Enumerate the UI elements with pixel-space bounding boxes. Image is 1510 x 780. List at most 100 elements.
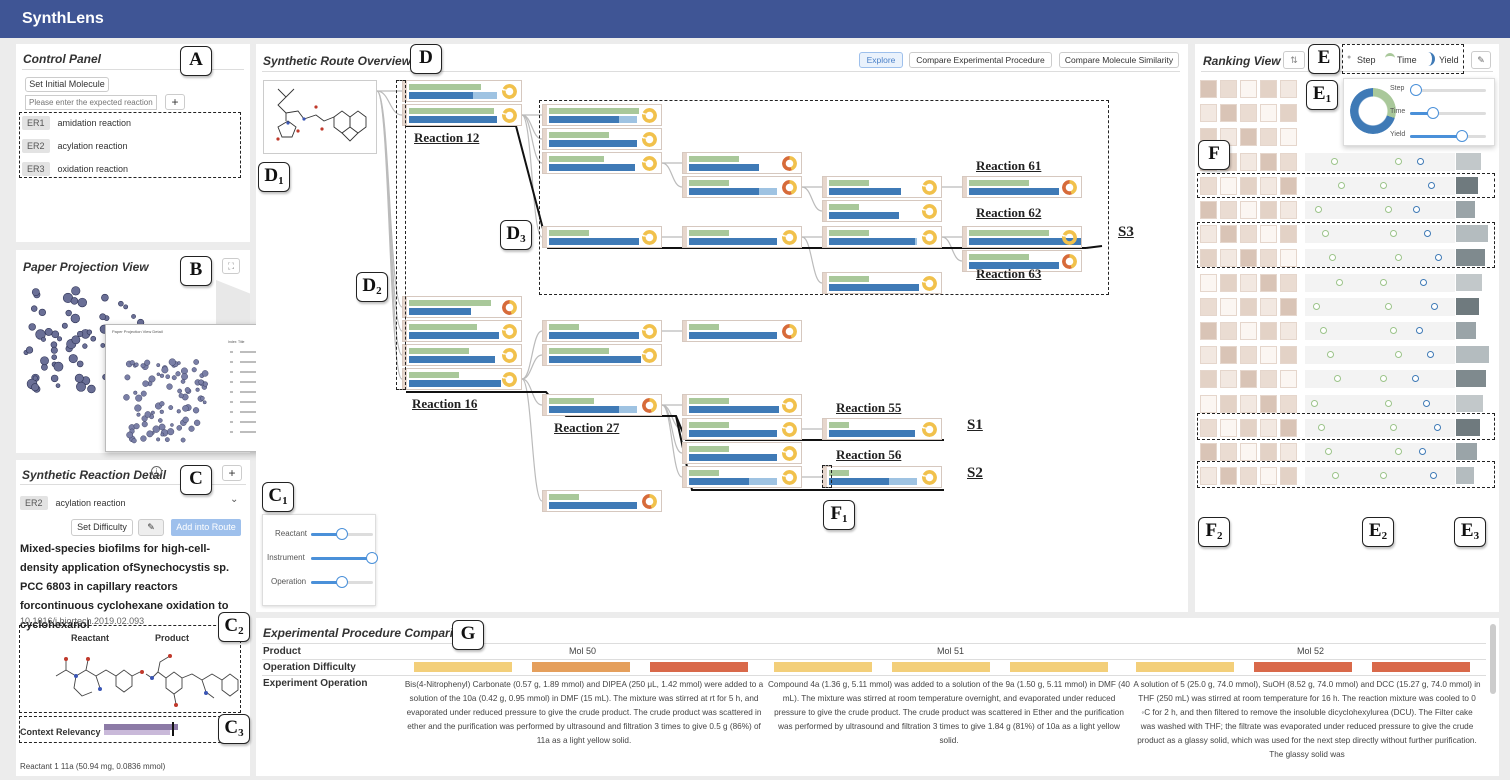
paper-point[interactable] [123,304,129,310]
route-node[interactable] [542,320,662,342]
paper-point[interactable] [50,341,58,348]
paper-point[interactable] [191,367,197,373]
paper-point[interactable] [180,437,186,443]
route-node[interactable] [542,394,662,416]
paper-point[interactable] [198,379,204,385]
paper-point[interactable] [195,387,200,392]
paper-point[interactable] [201,370,209,377]
paper-point[interactable] [31,383,40,392]
route-node[interactable] [682,176,802,198]
paper-point[interactable] [140,390,147,397]
route-node[interactable] [402,296,522,318]
route-node[interactable] [542,104,662,126]
ranking-row[interactable] [1200,273,1490,292]
ranking-row[interactable] [1200,394,1490,413]
sort-icon[interactable]: ⇅ [1283,51,1305,69]
paper-point[interactable] [129,360,135,366]
route-node[interactable] [402,80,522,102]
paper-point[interactable] [70,313,80,324]
paper-point[interactable] [76,360,84,368]
route-node[interactable] [822,200,942,222]
compare-procedure-button[interactable]: Compare Experimental Procedure [909,52,1052,68]
route-node[interactable] [682,442,802,464]
paper-point[interactable] [70,297,79,305]
compare-similarity-button[interactable]: Compare Molecule Similarity [1059,52,1179,68]
paper-point[interactable] [159,409,164,414]
paper-point[interactable] [193,359,200,365]
time-weight-slider[interactable] [1410,107,1486,119]
paper-point[interactable] [168,405,174,410]
paper-point[interactable] [177,361,181,365]
paper-point[interactable] [161,366,169,374]
paper-point[interactable] [131,438,137,444]
add-into-route-button[interactable]: Add into Route [171,519,241,536]
paper-point[interactable] [164,437,170,443]
paper-point[interactable] [181,373,188,381]
edit-ranking-icon[interactable]: ✎ [1471,51,1491,69]
route-node[interactable] [962,250,1082,272]
paper-point[interactable] [160,432,165,437]
paper-point[interactable] [176,425,183,431]
paper-point[interactable] [65,309,72,317]
route-node[interactable] [962,176,1082,198]
paper-point[interactable] [188,425,195,432]
route-node[interactable] [542,128,662,150]
chevron-down-icon[interactable]: ⌄ [230,494,239,505]
ranking-row[interactable] [1200,225,1490,244]
route-node[interactable] [542,344,662,366]
paper-point[interactable] [148,375,156,383]
route-node[interactable] [682,466,802,488]
paper-point[interactable] [76,330,84,338]
paper-point[interactable] [202,400,207,405]
paper-point[interactable] [176,409,181,414]
reaction-label-12[interactable]: Reaction 12 [414,130,480,145]
paper-point[interactable] [182,405,189,412]
paper-point[interactable] [156,363,161,368]
paper-point[interactable] [136,412,141,417]
paper-point[interactable] [50,346,58,354]
paper-point[interactable] [168,358,176,366]
route-node[interactable] [682,320,802,342]
reaction-label-56[interactable]: Reaction 56 [836,447,902,462]
ranking-row[interactable] [1200,249,1490,268]
paper-point[interactable] [76,381,86,392]
reaction-label-16[interactable]: Reaction 16 [412,396,478,411]
set-difficulty-button[interactable]: Set Difficulty [71,519,133,536]
route-node[interactable] [822,418,942,440]
ranking-row[interactable] [1200,201,1490,219]
route-label-s3[interactable]: S3 [1118,224,1134,240]
paper-point[interactable] [131,314,136,319]
paper-doi[interactable]: 10.1016/j.biortech.2019.02.093 [20,616,145,626]
reaction-label-61[interactable]: Reaction 61 [976,158,1042,173]
route-node[interactable] [682,418,802,440]
ranking-row[interactable] [1200,176,1490,195]
ranking-row[interactable] [1200,443,1490,461]
paper-point[interactable] [193,419,201,426]
ranking-row[interactable] [1200,104,1490,123]
paper-point[interactable] [101,293,109,302]
paper-point[interactable] [144,411,152,418]
route-node[interactable] [542,490,662,512]
paper-point[interactable] [77,297,87,308]
explore-button[interactable]: Explore [859,52,903,68]
ranking-row[interactable] [1200,297,1490,316]
add-reaction-button[interactable]: + [165,94,185,110]
paper-point[interactable] [192,407,200,414]
route-node[interactable] [402,320,522,342]
paper-point[interactable] [159,373,165,378]
expand-icon[interactable]: ⛶ [222,258,240,274]
route-node[interactable] [402,368,522,390]
route-node[interactable] [822,466,942,488]
paper-point[interactable] [38,308,46,317]
route-node[interactable] [822,272,942,294]
reaction-label-62[interactable]: Reaction 62 [976,205,1042,220]
scrollbar[interactable] [1490,624,1496,694]
paper-point[interactable] [171,375,177,381]
paper-point[interactable] [202,381,208,387]
paper-point[interactable] [141,421,148,428]
paper-point[interactable] [200,396,205,401]
reaction-label-55[interactable]: Reaction 55 [836,400,902,415]
